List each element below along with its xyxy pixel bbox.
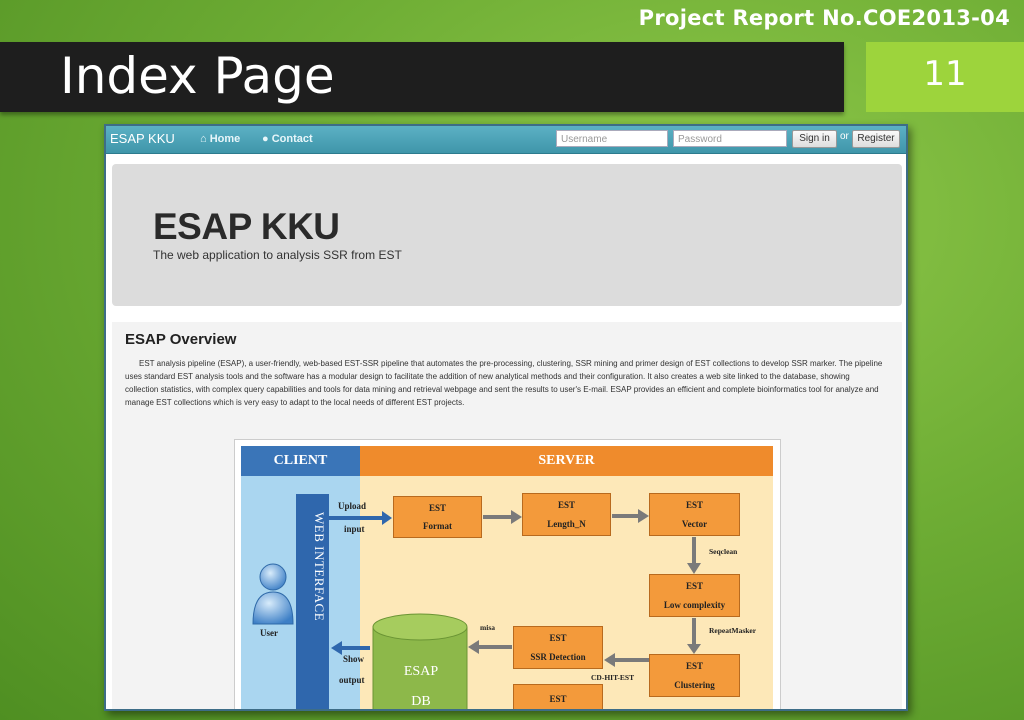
show-label: Show — [343, 654, 365, 664]
database-cylinder — [372, 613, 468, 709]
user-icon — [252, 563, 294, 625]
user-label: User — [260, 628, 278, 638]
box-label: Vector — [681, 518, 708, 529]
title-bar — [0, 42, 844, 112]
cdhit-label: CD-HIT-EST — [591, 673, 635, 682]
hero-unit — [112, 164, 902, 306]
repeatmasker-label: RepeatMasker — [709, 626, 757, 635]
upload-label: Upload — [338, 501, 367, 511]
hero-subtitle: The web application to analysis SSR from… — [153, 248, 402, 262]
hero-title: ESAP KKU — [153, 206, 340, 247]
page-number-box — [866, 42, 1024, 112]
box-label: EST — [549, 694, 567, 704]
output-label: output — [339, 675, 365, 685]
box-est-ssr: EST SSR Detection — [513, 626, 603, 669]
box-est-lowcomplexity: EST Low complexity — [649, 574, 740, 617]
brand[interactable]: ESAP KKU — [110, 131, 175, 146]
home-icon: ⌂ — [200, 133, 207, 145]
overview-title: ESAP Overview — [125, 331, 237, 348]
db-label-db: DB — [411, 694, 431, 709]
input-label: input — [344, 524, 365, 534]
web-interface-label: WEB INTERFACE — [312, 512, 327, 622]
misa-label: misa — [480, 623, 495, 632]
overview-text: EST analysis pipeline (ESAP), a user-fri… — [125, 359, 883, 407]
navbar: ESAP KKU ⌂ Home ● Contact Username Passw… — [106, 126, 906, 154]
web-interface-bar — [296, 494, 329, 709]
password-input[interactable]: Password — [673, 130, 787, 147]
box-label: EST — [549, 633, 567, 644]
box-label: EST — [685, 581, 703, 592]
pipeline-diagram: CLIENT SERVER WEB INTERFACE User ESAP DB… — [234, 439, 781, 709]
page-number: 11 — [923, 54, 967, 94]
box-label: EST — [685, 661, 703, 672]
slide-title: Index Page — [60, 47, 335, 105]
client-header: CLIENT — [241, 446, 360, 476]
box-label: EST — [685, 500, 703, 511]
box-est-vector: EST Vector — [649, 493, 740, 536]
nav-contact-label: Contact — [271, 133, 313, 145]
website-screenshot: ESAP KKU ⌂ Home ● Contact Username Passw… — [104, 124, 908, 711]
info-icon: ● — [262, 133, 269, 145]
register-button[interactable]: Register — [852, 130, 900, 148]
nav-home-label: Home — [209, 133, 241, 145]
or-text: or — [840, 131, 849, 142]
box-est-length: EST Length_N — [522, 493, 611, 536]
box-label: EST — [557, 500, 575, 511]
seqclean-label: Seqclean — [709, 547, 738, 556]
flow-arrows — [329, 509, 701, 667]
username-input[interactable]: Username — [556, 130, 668, 147]
box-est-format: EST Format — [393, 496, 482, 538]
box-est-bottom: EST — [513, 684, 603, 709]
box-label: EST — [428, 503, 446, 513]
nav-contact-link[interactable]: ● Contact — [262, 133, 313, 145]
box-est-clustering: EST Clustering — [649, 654, 740, 697]
box-label: Low complexity — [663, 599, 726, 610]
box-label: Length_N — [547, 518, 586, 529]
signin-button[interactable]: Sign in — [792, 130, 837, 148]
db-label-esap: ESAP — [403, 664, 439, 679]
box-label: Format — [423, 521, 452, 531]
server-header: SERVER — [360, 446, 773, 476]
nav-home-link[interactable]: ⌂ Home — [200, 133, 240, 145]
box-label: SSR Detection — [530, 651, 586, 662]
report-number: Project Report No.COE2013-04 — [638, 6, 1010, 30]
box-label: Clustering — [674, 679, 715, 690]
